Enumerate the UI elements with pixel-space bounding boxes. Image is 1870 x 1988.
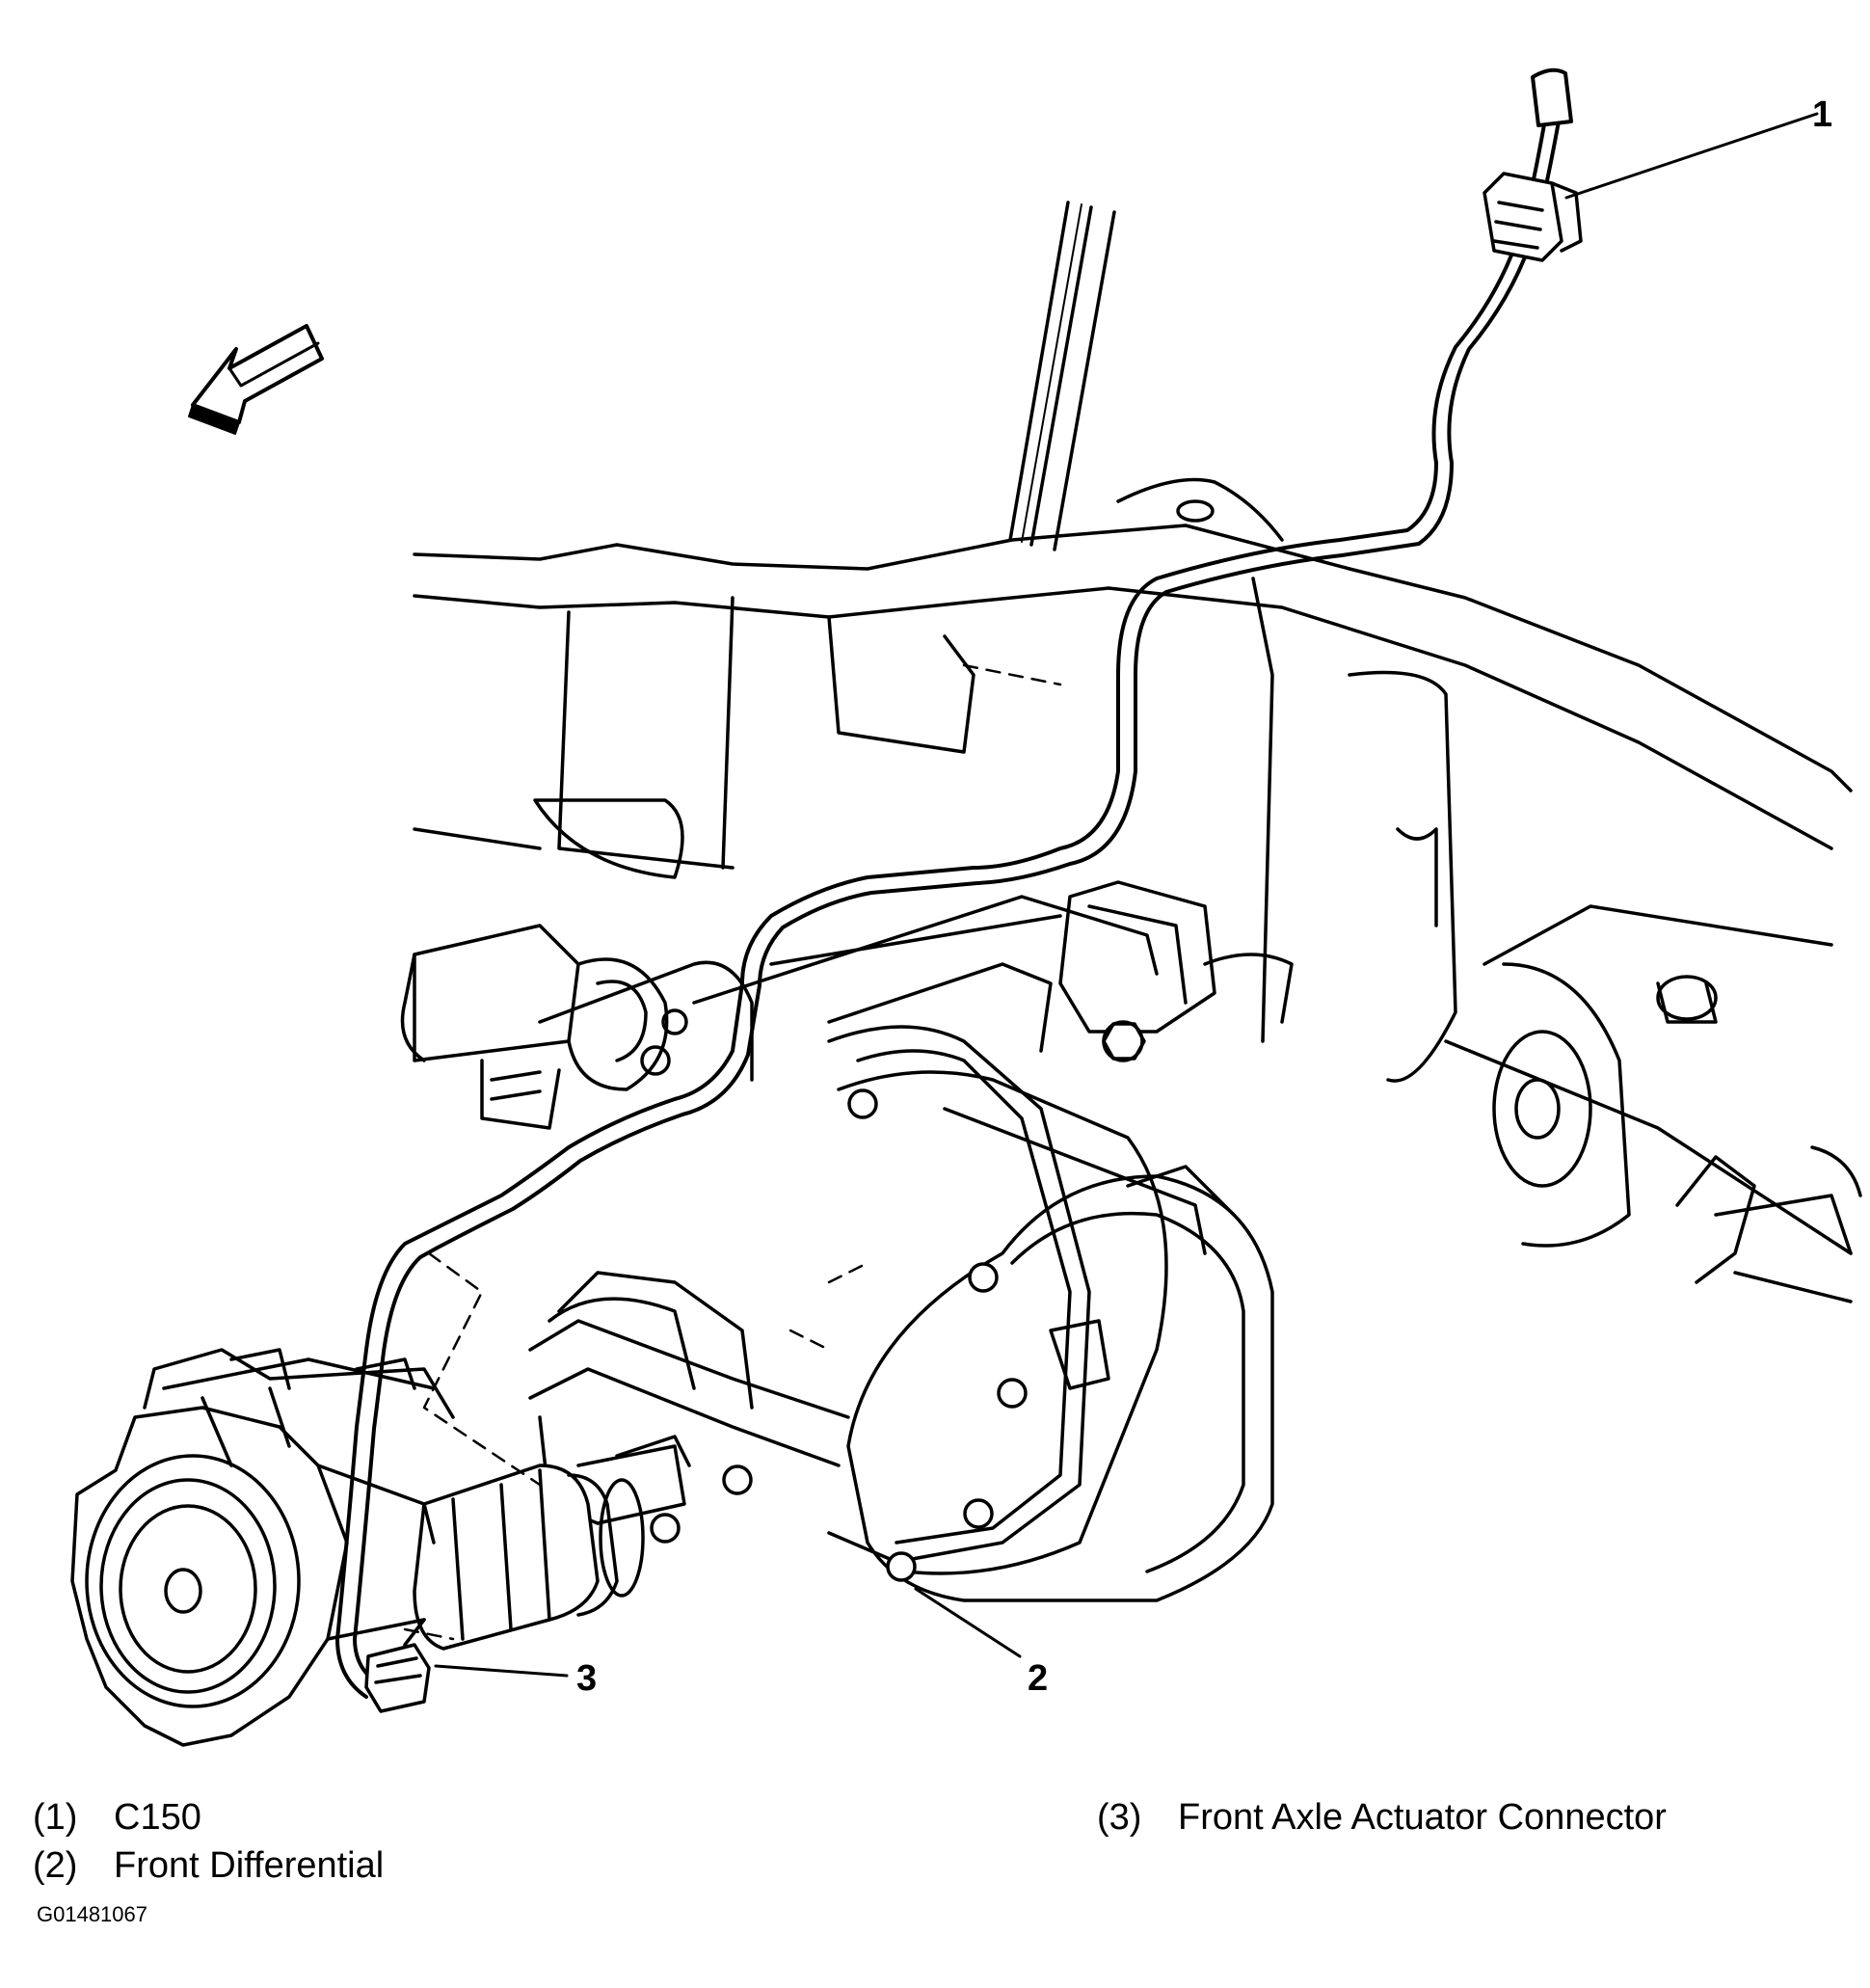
callout-3: 3 [576, 1658, 598, 1699]
figure-code: G01481067 [37, 1902, 147, 1926]
legend-label: Front Axle Actuator Connector [1178, 1797, 1667, 1838]
c150-connector-icon [1483, 172, 1583, 262]
front-axle-housing [400, 895, 1274, 1602]
steering-rods [1008, 201, 1116, 551]
actuator-connector-icon [364, 1618, 431, 1713]
wheel-hub-flange [70, 1348, 455, 1747]
callout-2: 2 [1028, 1658, 1049, 1699]
legend-label: C150 [114, 1797, 201, 1838]
axle-shaft [528, 1271, 850, 1525]
front-direction-arrow-icon [188, 324, 324, 435]
legend-item-1: (1) C150 [33, 1795, 201, 1841]
front-differential [650, 1025, 1236, 1582]
legend-number: (2) [33, 1845, 78, 1886]
legend-item-3: (3) Front Axle Actuator Connector [1097, 1795, 1667, 1841]
legend-number: (3) [1097, 1797, 1142, 1838]
connector-leaders [403, 663, 1062, 1641]
callout-leaders [434, 112, 1819, 1678]
front-axle-illustration [70, 67, 1862, 1747]
legend-number: (1) [33, 1797, 78, 1838]
frame-crossmember [413, 477, 1862, 1303]
wiring-harness [335, 67, 1573, 1699]
callout-1: 1 [1812, 94, 1833, 135]
front-axle-actuator [413, 1435, 691, 1651]
mount-bracket [1058, 880, 1294, 1062]
legend-label: Front Differential [114, 1845, 385, 1886]
legend-item-2: (2) Front Differential [33, 1843, 384, 1890]
